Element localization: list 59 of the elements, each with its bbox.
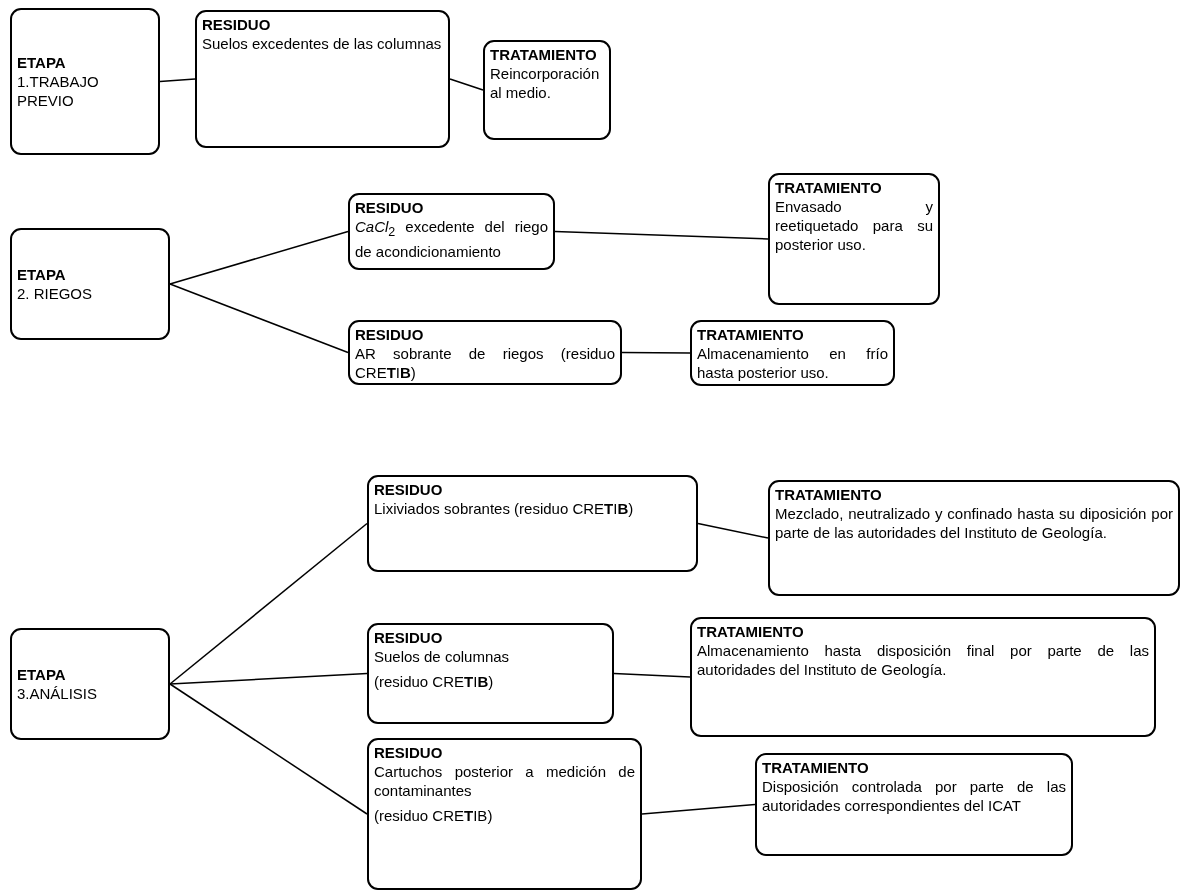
box-text: Disposición controlada por parte de las autoridades correspondientes del ICAT [762,777,1066,815]
connector-line [554,230,769,240]
box-text: AR sobrante de riegos (residuo CRETIB) [355,344,615,382]
connector-line [169,683,368,815]
box-text: Suelos de columnas [374,647,511,666]
box-text: (residuo CRETIB) [374,672,495,691]
text-box [10,628,170,740]
box-text: Suelos excedentes de las columnas [202,34,443,53]
text-box [10,8,160,155]
box-text: 2. RIEGOS [17,284,94,303]
connector-line [169,522,368,685]
text-box [367,623,614,724]
text-box [690,617,1156,737]
text-box [768,480,1180,596]
box-text: CaCl$_{2}$ excedente del riego de acondicionamiento [355,217,548,261]
connector-line [621,351,691,354]
text-box [348,193,555,270]
text-box [483,40,611,140]
box-heading: RESIDUO [374,628,444,647]
box-text: 1.TRABAJO PREVIO [17,72,100,110]
connector-line [641,803,756,815]
box-text: Mezclado, neutralizado y confinado hasta su diposición por parte de las autoridades del Instituto de Geología. [775,504,1173,542]
text-box [755,753,1073,856]
box-text: Almacenamiento en frío hasta posterior uso. [697,344,888,382]
box-heading: RESIDUO [355,325,425,344]
text-box [367,475,698,572]
box-heading: RESIDUO [202,15,272,34]
box-heading: TRATAMIENTO [775,485,883,504]
box-text: (residuo CRETIB) [374,806,494,825]
text-box [348,320,622,385]
box-text: Cartuchos posterior a medición de contaminantes [374,762,635,800]
box-heading: RESIDUO [374,480,444,499]
connector-line [169,230,349,285]
box-heading: TRATAMIENTO [697,622,805,641]
box-heading: TRATAMIENTO [490,45,598,64]
box-heading: TRATAMIENTO [697,325,805,344]
text-box [195,10,450,148]
box-heading: RESIDUO [374,743,444,762]
connector-line [613,672,691,678]
text-box [690,320,895,386]
box-heading: ETAPA [17,53,67,72]
box-heading: ETAPA [17,665,67,684]
connector-line [169,283,349,354]
connector-line [697,522,769,539]
box-text: Reincorporación al medio. [490,64,601,102]
connector-line [159,78,196,83]
box-text: Almacenamiento hasta disposición final por parte de las autoridades del Instituto de Geología. [697,641,1149,679]
connector-line [449,78,484,91]
text-box [768,173,940,305]
box-heading: ETAPA [17,265,67,284]
text-box [10,228,170,340]
box-text: 3.ANÁLISIS [17,684,99,703]
box-heading: TRATAMIENTO [762,758,870,777]
box-text: Envasado y reetiquetado para su posterior uso. [775,197,933,254]
box-text: Lixiviados sobrantes (residuo CRETIB) [374,499,635,518]
box-heading: RESIDUO [355,198,425,217]
connector-line [169,672,368,685]
box-heading: TRATAMIENTO [775,178,883,197]
text-box [367,738,642,890]
